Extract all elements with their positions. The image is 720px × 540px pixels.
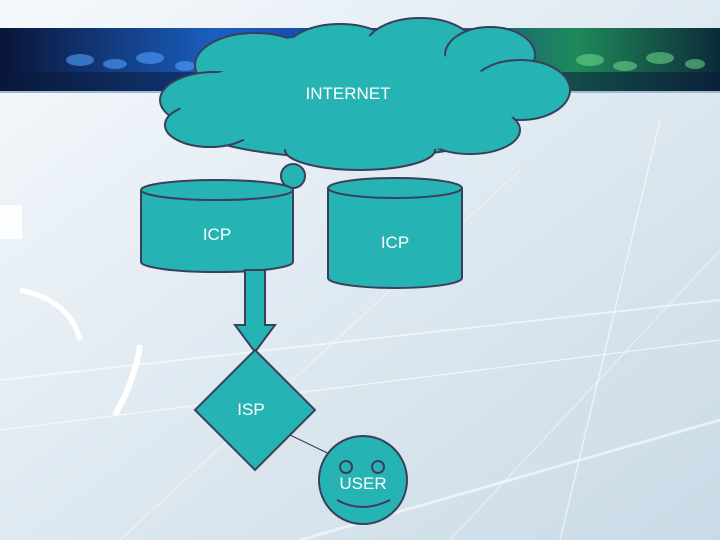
user-label: USER	[339, 474, 386, 493]
internet-label: INTERNET	[306, 84, 391, 103]
background-swoosh-2	[112, 344, 143, 417]
icp-to-isp-arrow	[233, 269, 277, 354]
icp-right-label: ICP	[381, 233, 409, 252]
icp-cylinder-right[interactable]: ICP	[327, 177, 463, 289]
isp-label: ISP	[237, 400, 264, 419]
icp-cylinder-left[interactable]: ICP	[140, 179, 294, 273]
isp-diamond[interactable]: ISP	[193, 348, 317, 472]
cloud-tail-bubble	[280, 163, 306, 189]
user-node[interactable]: USER	[318, 435, 408, 525]
internet-cloud[interactable]: INTERNET	[159, 17, 571, 171]
icp-left-label: ICP	[203, 225, 231, 244]
background-swoosh	[19, 287, 83, 341]
smiley-face-icon	[318, 435, 408, 525]
background-bar	[0, 205, 22, 239]
